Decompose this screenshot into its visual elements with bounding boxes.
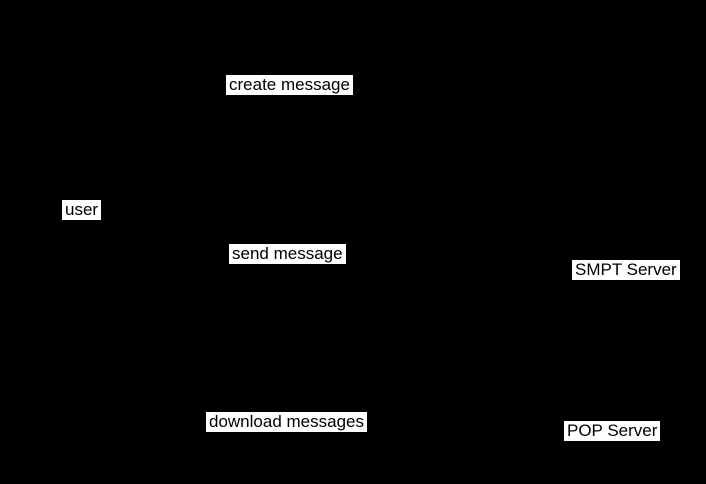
actor-label-pop-server: POP Server: [564, 421, 661, 441]
usecase-label-send-message: send message: [229, 244, 346, 264]
actor-label-smpt-server: SMPT Server: [572, 260, 680, 280]
usecase-label-create-message: create message: [226, 75, 353, 95]
actor-label-user: user: [62, 200, 102, 220]
usecase-label-download-messages: download messages: [206, 412, 367, 432]
